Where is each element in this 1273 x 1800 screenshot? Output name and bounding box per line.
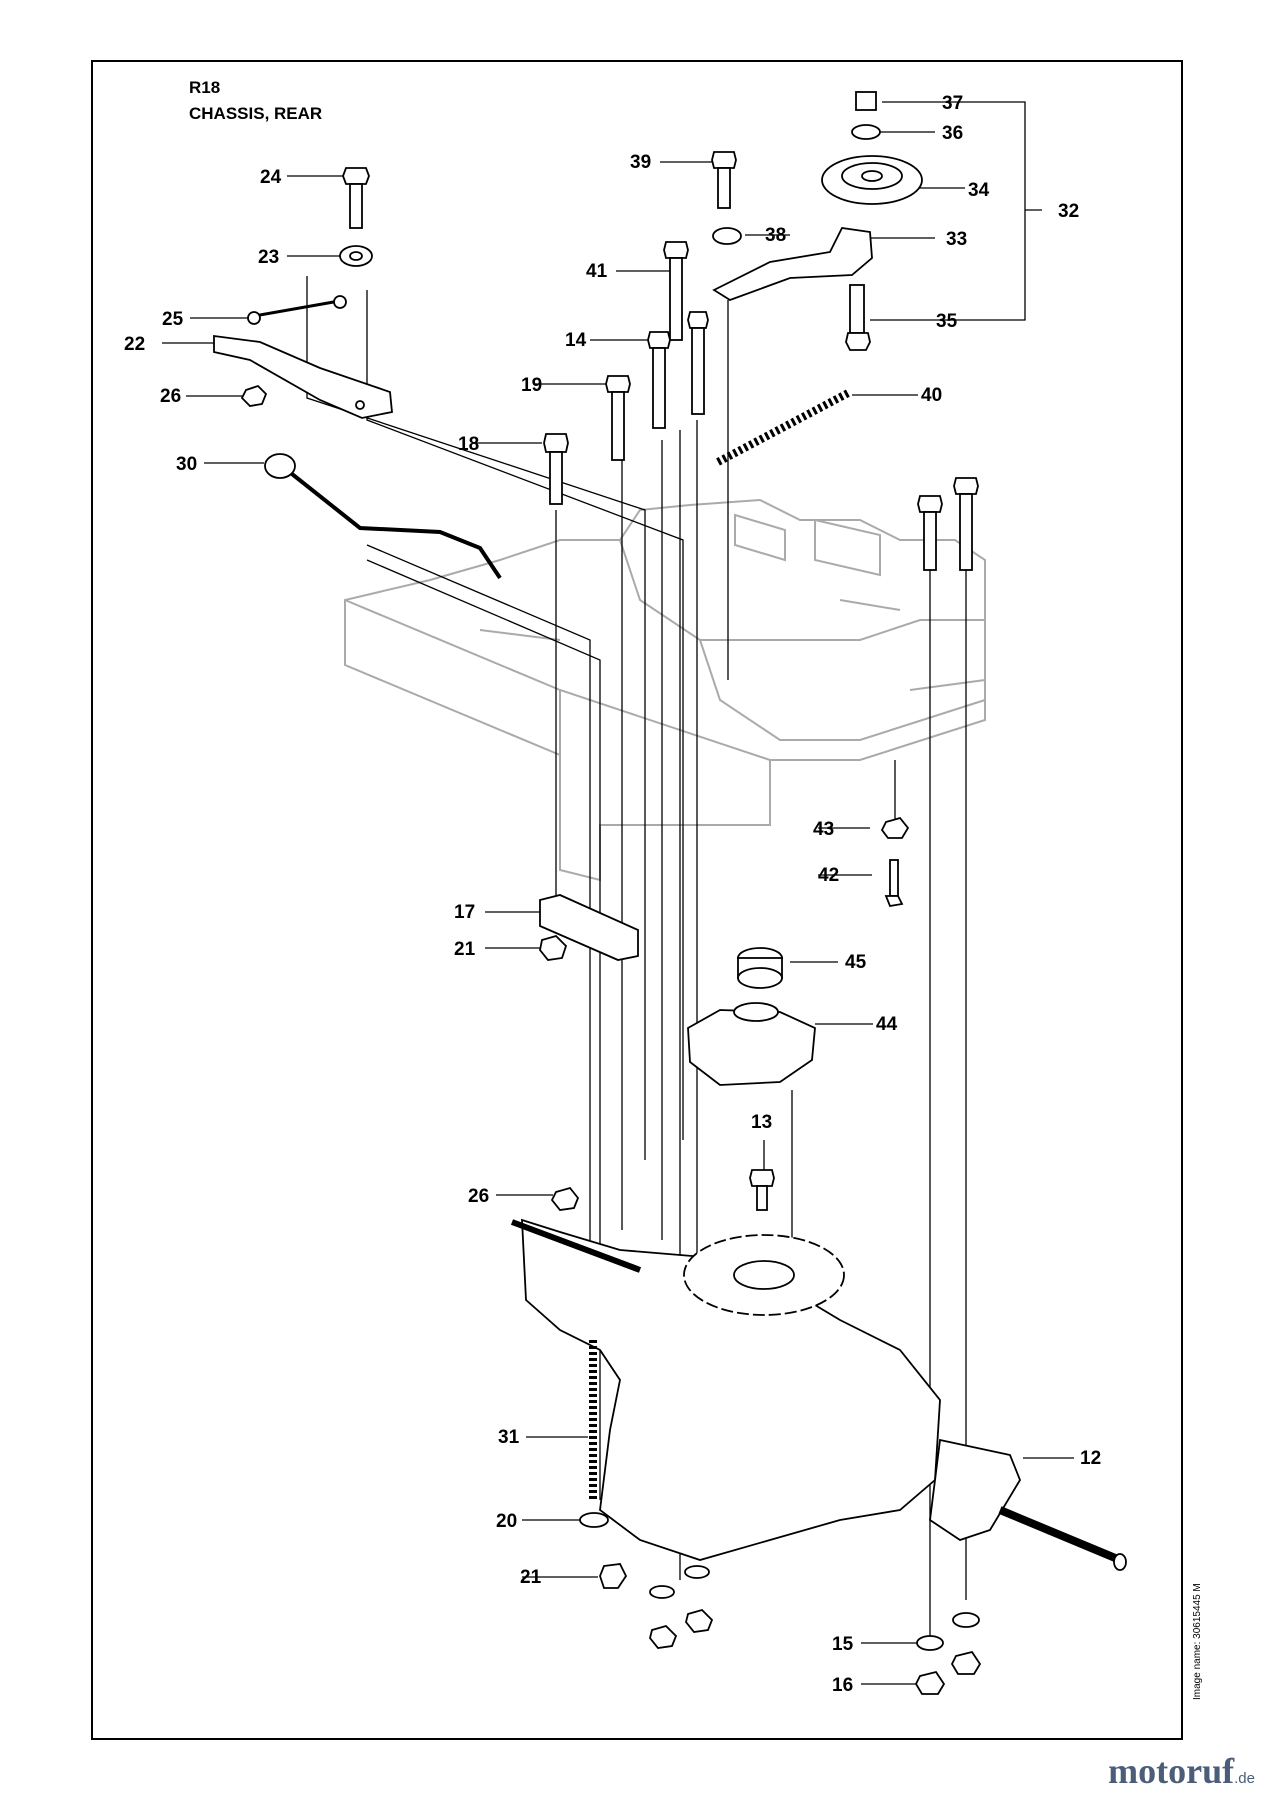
- part-label: 39: [630, 152, 651, 173]
- part-label: 15: [832, 1634, 854, 1655]
- part-label: 16: [832, 1675, 853, 1696]
- part-label: 43: [813, 819, 834, 840]
- part-label: 41: [586, 261, 608, 282]
- part-labels: 37 36 34 32 33 35 39 38 41 24 23 25 22 2…: [124, 93, 1101, 1696]
- part-label: 34: [968, 180, 990, 201]
- part-label: 13: [751, 1112, 772, 1133]
- part-label: 21: [454, 939, 476, 960]
- logo-text: motoruf: [1108, 1751, 1235, 1791]
- part-label: 45: [845, 952, 867, 973]
- diagram-frame: [91, 60, 1183, 1740]
- parts: [213, 91, 1127, 1695]
- part-label: 18: [458, 434, 479, 455]
- part-label: 31: [498, 1427, 520, 1448]
- part-label: 25: [162, 309, 184, 330]
- part-label: 26: [468, 1186, 489, 1207]
- part-label: 23: [258, 247, 279, 268]
- diagram-code: R18: [189, 78, 221, 97]
- part-label: 26: [160, 386, 181, 407]
- logo-suffix: .de: [1234, 1770, 1255, 1787]
- part-label: 24: [260, 167, 282, 188]
- part-label: 40: [921, 385, 942, 406]
- part-label: 35: [936, 311, 958, 332]
- part-label: 30: [176, 454, 197, 475]
- part-label: 44: [876, 1014, 898, 1035]
- image-name-caption: Image name: 30615445 M: [1192, 1583, 1203, 1700]
- part-label: 14: [565, 330, 587, 351]
- leader-lines: [162, 101, 1074, 1685]
- part-label: 42: [818, 865, 839, 886]
- part-label: 22: [124, 334, 145, 355]
- part-label: 37: [942, 93, 963, 114]
- motoruf-logo[interactable]: motoruf.de: [1108, 1750, 1255, 1792]
- part-label: 20: [496, 1511, 517, 1532]
- part-label: 33: [946, 229, 967, 250]
- part-label: 21: [520, 1567, 542, 1588]
- part-label: 38: [765, 225, 786, 246]
- diagram-title: CHASSIS, REAR: [189, 104, 323, 123]
- part-label: 36: [942, 123, 963, 144]
- part-label: 19: [521, 375, 542, 396]
- part-label: 12: [1080, 1448, 1101, 1469]
- part-label: 17: [454, 902, 475, 923]
- part-label: 32: [1058, 201, 1079, 222]
